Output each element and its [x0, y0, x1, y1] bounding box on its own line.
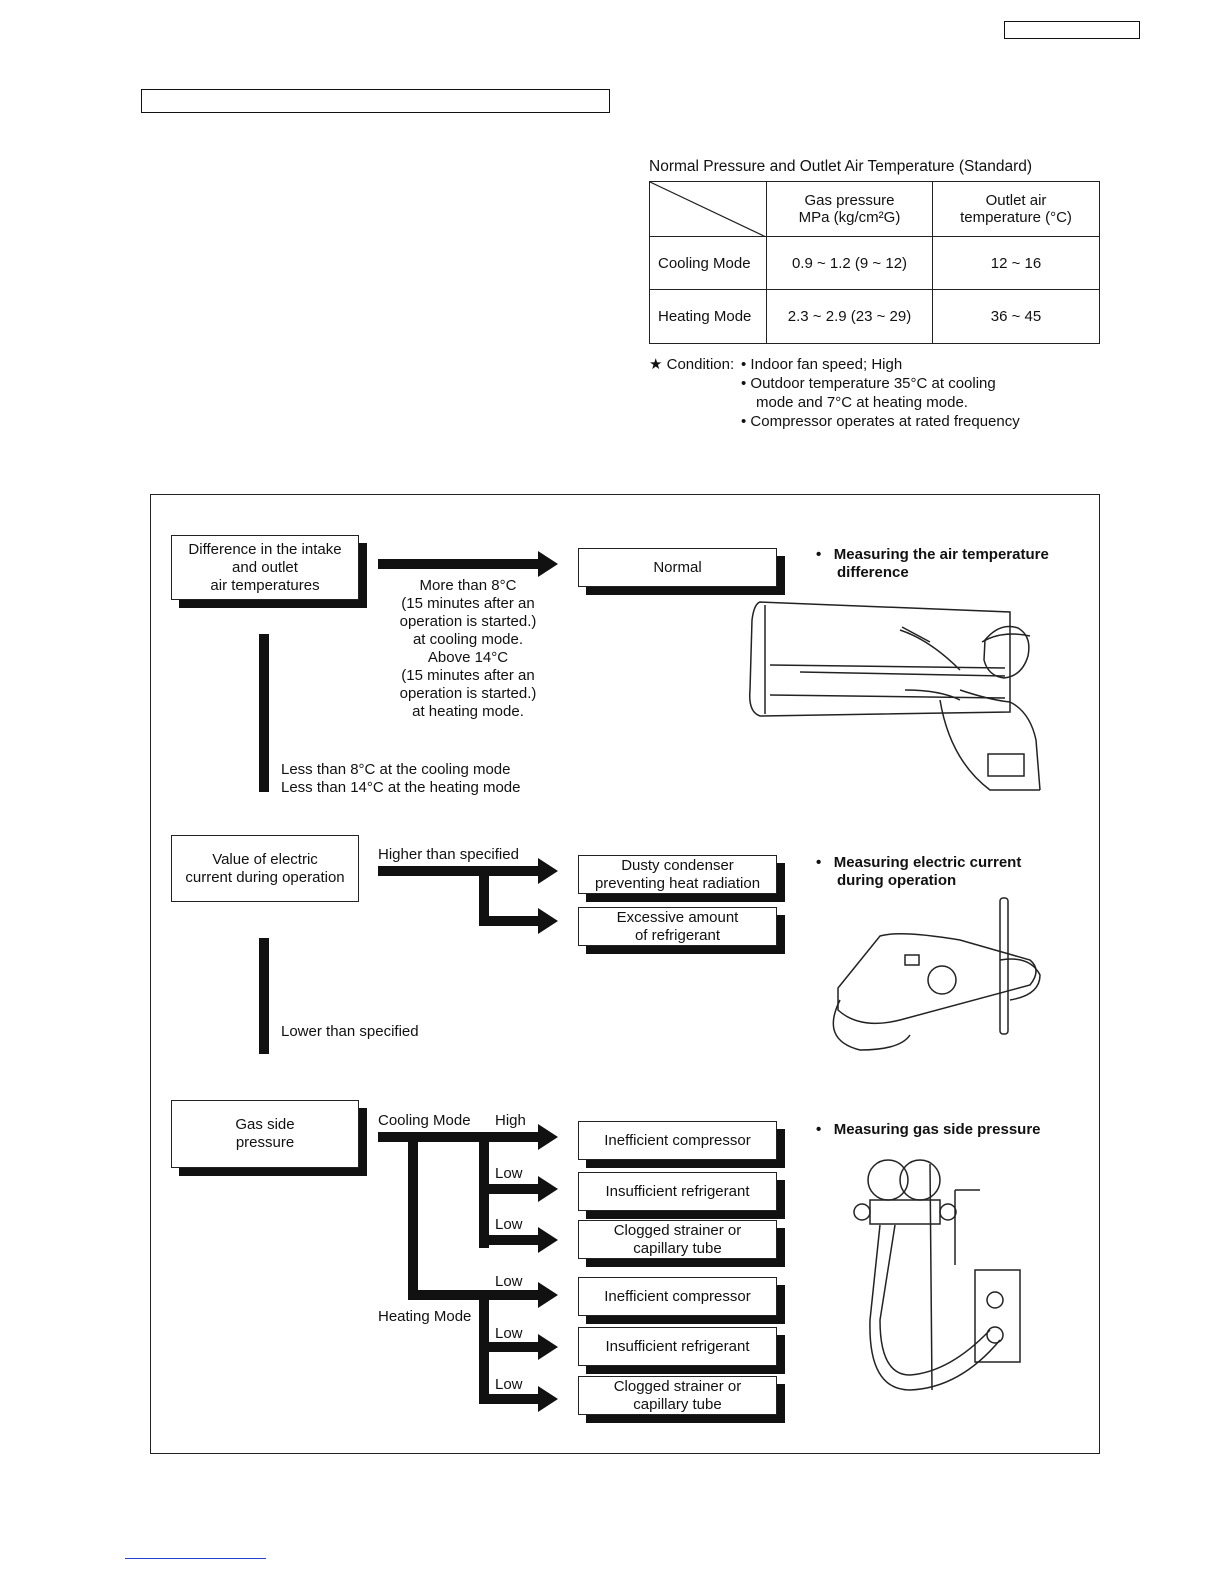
table-row: Cooling Mode 0.9 ~ 1.2 (9 ~ 12) 12 ~ 16 [649, 236, 1100, 290]
label-cooling-mode: Cooling Mode [378, 1112, 471, 1129]
line: Less than 8°C at the cooling mode [281, 761, 511, 778]
label-low: Low [495, 1273, 523, 1290]
result-text: of refrigerant [634, 926, 721, 944]
box-electric-current: Value of electric current during operati… [171, 835, 359, 902]
footer-link-line[interactable] [125, 1558, 266, 1559]
result-text: preventing heat radiation [594, 874, 761, 892]
flowchart-frame [150, 494, 1100, 1454]
result-inefficient-compressor: Inefficient compressor [578, 1277, 777, 1316]
box-line: pressure [235, 1134, 295, 1151]
line: operation is started.) [399, 685, 537, 702]
line: (15 minutes after an [401, 595, 535, 612]
row-temp: 36 ~ 45 [932, 289, 1100, 344]
condition-text: Indoor fan speed; High [750, 356, 903, 373]
condition-item: • Indoor fan speed; High [741, 356, 903, 373]
measure-text: difference [837, 564, 909, 581]
measure-text: during operation [837, 872, 957, 889]
result-excessive-refrigerant: Excessive amount of refrigerant [578, 907, 777, 946]
label-heating-mode: Heating Mode [378, 1308, 472, 1325]
flow1-down-bar [259, 634, 269, 792]
header-gas-line2: MPa (kg/cm²G) [798, 209, 901, 226]
result-normal: Normal [578, 548, 777, 587]
condition-text: Outdoor temperature 35°C at cooling [750, 375, 996, 392]
measure-text: Measuring gas side pressure [833, 1121, 1041, 1138]
measure-electric-current: • Measuring electric current during oper… [816, 854, 1022, 889]
flow2-lower: Lower than specified [281, 1023, 419, 1040]
result-insufficient-refrigerant: Insufficient refrigerant [578, 1327, 777, 1366]
line: More than 8°C [419, 577, 517, 594]
result-clogged-strainer: Clogged strainer or capillary tube [578, 1376, 777, 1415]
result-text: Excessive amount [616, 908, 739, 926]
measure-gas-pressure: • Measuring gas side pressure [816, 1121, 1041, 1138]
label-low: Low [495, 1165, 523, 1182]
label-low: Low [495, 1376, 523, 1393]
result-text: capillary tube [633, 1395, 722, 1413]
row-pressure: 2.3 ~ 2.9 (23 ~ 29) [766, 289, 933, 344]
flow2-higher: Higher than specified [378, 846, 519, 863]
row-mode: Heating Mode [649, 289, 767, 344]
result-text: Dusty condenser [621, 856, 734, 874]
box-line: and outlet [232, 558, 298, 576]
table-corner-cell [649, 181, 767, 237]
section-title-box [141, 89, 610, 113]
result-text: Insufficient refrigerant [605, 1337, 750, 1355]
condition-text: Compressor operates at rated frequency [750, 413, 1020, 430]
result-text: Inefficient compressor [604, 1131, 751, 1149]
condition-item: • Outdoor temperature 35°C at cooling [741, 375, 996, 392]
diagonal-line [650, 182, 766, 237]
result-text: Insufficient refrigerant [605, 1182, 750, 1200]
line: (15 minutes after an [401, 667, 535, 684]
row-temp: 12 ~ 16 [932, 236, 1100, 290]
result-dusty-condenser: Dusty condenser preventing heat radiatio… [578, 855, 777, 894]
condition-text: mode and 7°C at heating mode. [756, 394, 968, 411]
result-insufficient-refrigerant: Insufficient refrigerant [578, 1172, 777, 1211]
table-caption: Normal Pressure and Outlet Air Temperatu… [649, 158, 1033, 175]
box-gas-side-pressure: Gas side pressure [171, 1100, 359, 1168]
label-low: Low [495, 1325, 523, 1342]
table-row: Heating Mode 2.3 ~ 2.9 (23 ~ 29) 36 ~ 45 [649, 289, 1100, 344]
box-intake-outlet-diff: Difference in the intake and outlet air … [171, 535, 359, 600]
pressure-table: Gas pressure MPa (kg/cm²G) Outlet air te… [649, 181, 1100, 344]
result-inefficient-compressor: Inefficient compressor [578, 1121, 777, 1160]
box-line: Difference in the intake [188, 540, 342, 558]
measure-air-temp: • Measuring the air temperature differen… [816, 546, 1049, 581]
flow1-down-text: Less than 8°C at the cooling mode Less t… [281, 761, 521, 797]
measure-text: Measuring the air temperature [833, 546, 1049, 563]
box-line: air temperatures [210, 576, 320, 594]
flow1-condition-text: More than 8°C (15 minutes after an opera… [388, 577, 548, 721]
header-outlet-temp: Outlet air temperature (°C) [932, 181, 1100, 237]
line: Above 14°C [427, 649, 509, 666]
row-pressure: 0.9 ~ 1.2 (9 ~ 12) [766, 236, 933, 290]
header-temp-line2: temperature (°C) [960, 209, 1072, 226]
result-text: Clogged strainer or [613, 1221, 742, 1239]
flow2-down-bar [259, 938, 269, 1054]
line: at cooling mode. [412, 631, 524, 648]
result-text: Normal [653, 558, 702, 576]
label-low: Low [495, 1216, 523, 1233]
line: operation is started.) [399, 613, 537, 630]
header-gas-line1: Gas pressure [804, 192, 895, 209]
header-temp-line1: Outlet air [985, 192, 1047, 209]
box-line: Value of electric [212, 850, 318, 868]
header-gas-pressure: Gas pressure MPa (kg/cm²G) [766, 181, 933, 237]
result-text: capillary tube [633, 1239, 722, 1257]
label-high: High [495, 1112, 526, 1129]
header-tag-box [1004, 21, 1140, 39]
result-text: Inefficient compressor [604, 1287, 751, 1305]
result-text: Clogged strainer or [613, 1377, 742, 1395]
row-mode: Cooling Mode [649, 236, 767, 290]
result-clogged-strainer: Clogged strainer or capillary tube [578, 1220, 777, 1259]
box-line: Gas side [235, 1116, 295, 1133]
measure-text: Measuring electric current [833, 854, 1022, 871]
condition-label: ★ Condition: [649, 356, 735, 373]
line: at heating mode. [412, 703, 524, 720]
line: Less than 14°C at the heating mode [281, 779, 521, 796]
condition-item: • Compressor operates at rated frequency [741, 413, 1020, 430]
condition-item: mode and 7°C at heating mode. [756, 393, 968, 412]
condition-block: ★ Condition: [649, 355, 1069, 374]
box-line: current during operation [185, 868, 345, 886]
